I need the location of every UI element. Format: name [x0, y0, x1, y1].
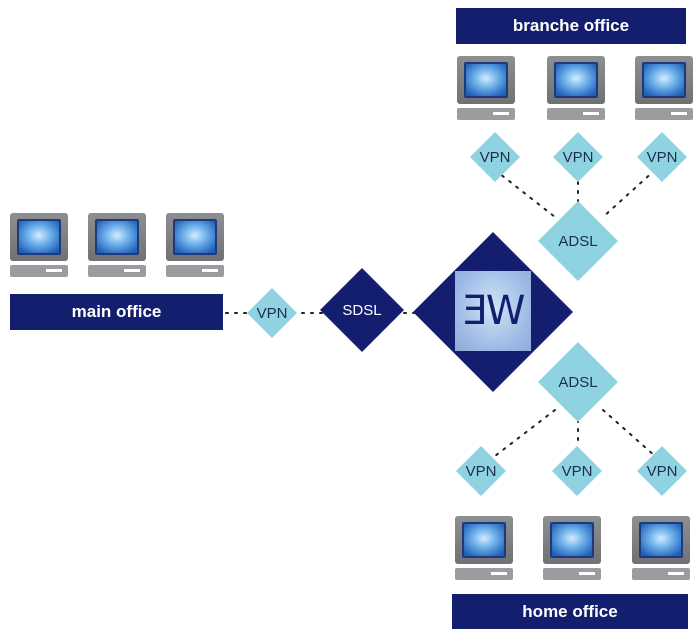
computer-icon [632, 516, 690, 580]
connector-branch-vpn3-adsl [602, 169, 656, 218]
connector-branch-vpn1-adsl [494, 169, 556, 218]
connector-home-adsl-vpn1 [494, 409, 556, 457]
computer-icon [88, 213, 146, 277]
computer-icon [457, 56, 515, 120]
sdsl-node: SDSL [320, 268, 404, 352]
adsl-node-home: ADSL [538, 342, 618, 422]
adsl-node-branch: ADSL [538, 201, 618, 281]
home-office-label: home office [452, 594, 688, 629]
central-hub: ƎW [413, 232, 573, 392]
computer-icon [543, 516, 601, 580]
vpn-node-home-1: VPN [456, 446, 506, 496]
vpn-node-home-2: VPN [552, 446, 602, 496]
computer-icon [166, 213, 224, 277]
vpn-node-branch-1: VPN [470, 132, 520, 182]
main-office-label: main office [10, 294, 223, 330]
computer-icon [10, 213, 68, 277]
vpn-node-main: VPN [247, 288, 297, 338]
branch-office-label: branche office [456, 8, 686, 44]
ew-logo-icon: ƎW [455, 271, 531, 351]
computer-icon [547, 56, 605, 120]
vpn-node-branch-3: VPN [637, 132, 687, 182]
vpn-node-home-3: VPN [637, 446, 687, 496]
computer-icon [455, 516, 513, 580]
vpn-node-branch-2: VPN [553, 132, 603, 182]
computer-icon [635, 56, 693, 120]
connector-home-adsl-vpn3 [602, 409, 656, 457]
